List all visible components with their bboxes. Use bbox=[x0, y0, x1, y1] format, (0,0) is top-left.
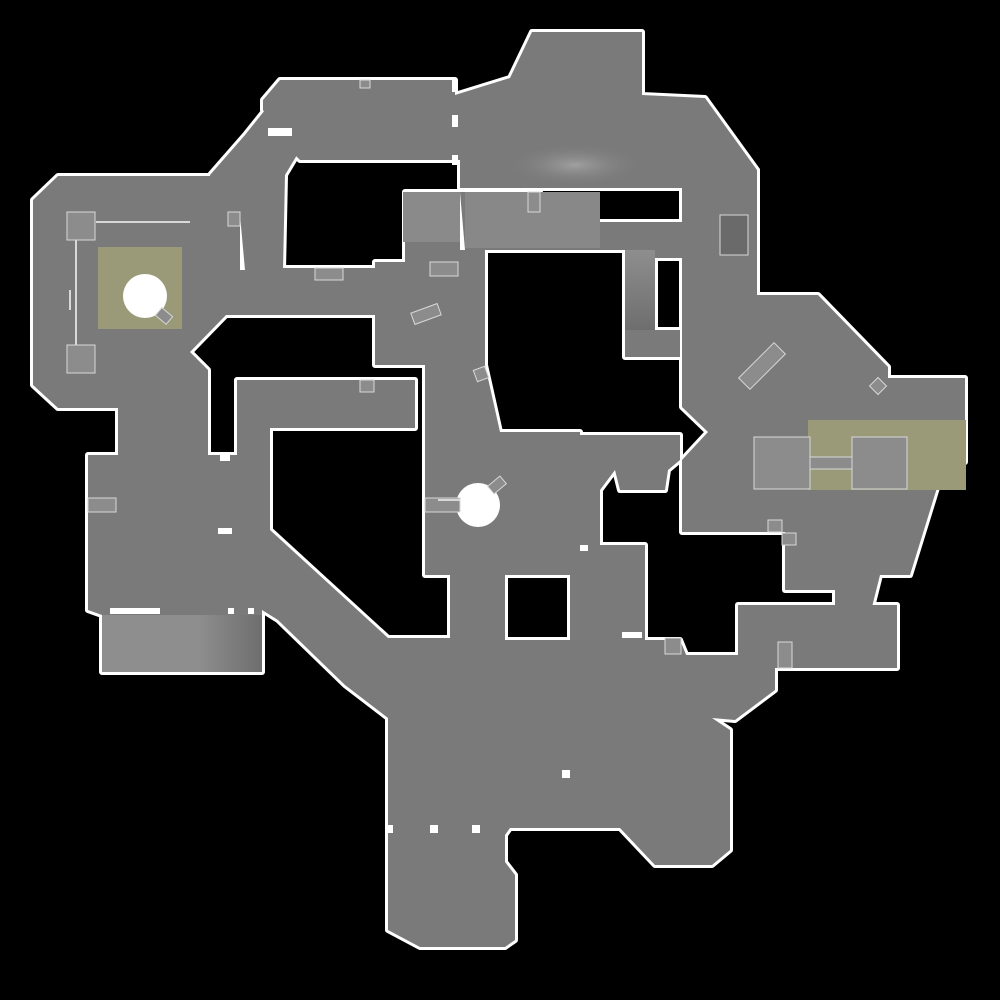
doorway-9 bbox=[385, 825, 393, 833]
crate-12 bbox=[664, 637, 682, 655]
crate-rot-0 bbox=[410, 302, 442, 326]
north-block bbox=[403, 192, 460, 242]
crate-16 bbox=[359, 79, 371, 89]
crate-15 bbox=[781, 532, 797, 546]
doorway-3 bbox=[268, 128, 292, 136]
southeast-room bbox=[570, 640, 730, 865]
crate-4 bbox=[314, 267, 344, 281]
crate-3 bbox=[87, 497, 117, 513]
doorway-6 bbox=[218, 528, 232, 534]
southwest-ramp bbox=[102, 615, 262, 672]
doorway-11 bbox=[472, 825, 480, 833]
crate-14 bbox=[767, 519, 783, 533]
doorway-4 bbox=[110, 608, 160, 614]
crate-10 bbox=[527, 191, 541, 213]
crate-2 bbox=[227, 211, 241, 227]
mid-street-ramp bbox=[625, 250, 655, 330]
crate-0 bbox=[66, 211, 96, 241]
map-details bbox=[66, 79, 966, 833]
west-room bbox=[33, 176, 375, 455]
crate-13 bbox=[777, 641, 793, 669]
doorway-8 bbox=[248, 608, 254, 614]
north-glow bbox=[505, 143, 645, 187]
west-corridor bbox=[237, 380, 570, 760]
doorway-2 bbox=[452, 155, 458, 165]
gate-17 bbox=[719, 214, 749, 256]
crate-9 bbox=[809, 456, 853, 470]
east-upper bbox=[682, 170, 965, 615]
mid-pillar bbox=[456, 483, 500, 527]
doorway-1 bbox=[452, 115, 458, 127]
doorway-7 bbox=[228, 608, 234, 614]
northwest-ramp bbox=[210, 110, 300, 270]
crate-rot-2 bbox=[472, 365, 490, 383]
crate-rot-4 bbox=[486, 475, 508, 495]
west-pillar bbox=[123, 274, 167, 318]
crate-11 bbox=[429, 261, 459, 277]
crate-8 bbox=[851, 436, 908, 490]
doorway-10 bbox=[430, 825, 438, 833]
doorway-12 bbox=[562, 770, 570, 778]
doorway-0 bbox=[452, 80, 458, 92]
doorway-14 bbox=[622, 632, 642, 638]
crate-5 bbox=[359, 379, 375, 393]
doorway-5 bbox=[220, 455, 230, 461]
crate-rot-5 bbox=[154, 306, 174, 326]
crate-1 bbox=[66, 344, 96, 374]
map-floor bbox=[33, 32, 965, 947]
doorway-13 bbox=[580, 545, 588, 551]
center-north bbox=[375, 192, 580, 640]
crate-7 bbox=[753, 436, 811, 490]
southwest-room bbox=[88, 408, 262, 672]
crate-rot-3 bbox=[868, 376, 888, 396]
center-east bbox=[570, 435, 680, 770]
crate-6 bbox=[424, 497, 461, 513]
south-room bbox=[388, 760, 570, 947]
crate-rot-1 bbox=[737, 341, 787, 391]
